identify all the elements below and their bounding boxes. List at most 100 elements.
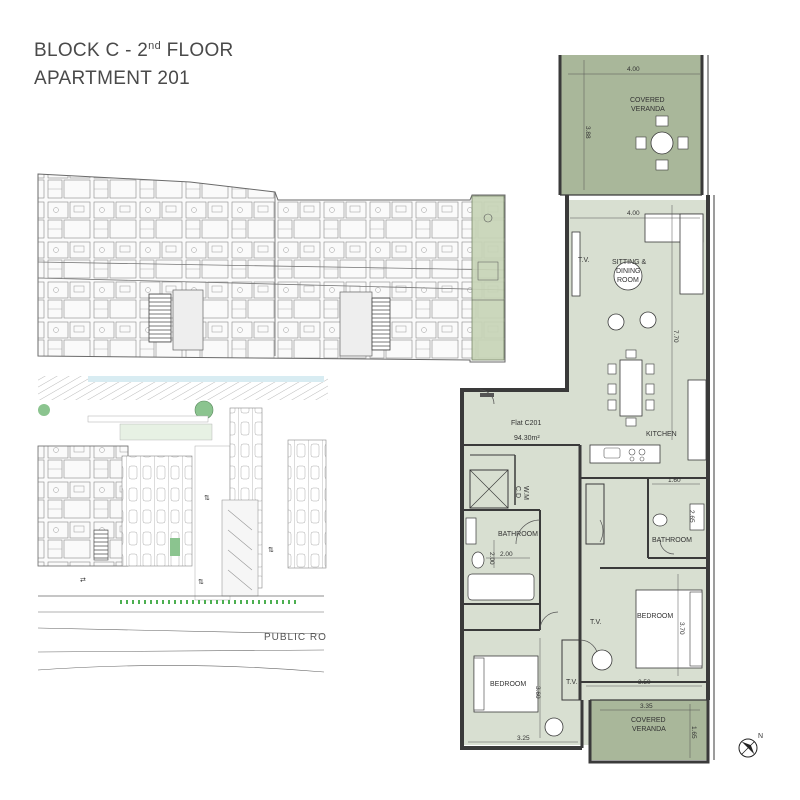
site-plan-arrow: ⇅ [268,547,274,554]
label-wm: W.M [522,486,529,500]
site-plan-green-patch [170,538,180,556]
site-plan-ramp-marks [227,509,253,591]
dim-bath-right-width: 1.60 [668,477,681,484]
site-plan-arrow: ⇅ [204,495,210,502]
tv-unit [571,231,581,297]
label-cd: C.D [514,486,521,498]
label-tv: T.V. [578,257,589,264]
label-veranda-top-2: VERANDA [631,106,665,113]
armchair [607,313,625,331]
dim-sitting-width: 4.00 [627,210,640,217]
compass-icon [738,738,758,758]
bed-right-pillow [689,591,703,667]
hob-ring [628,448,636,456]
shower-diagonal [469,469,509,509]
door-swing [659,539,675,555]
veranda-top [560,55,702,195]
key-plan-stairs-2 [371,297,391,351]
label-tv-3: T.V. [566,679,577,686]
exterior-wall-left [460,195,582,750]
bathtub [467,573,535,601]
dim-bath-right-depth: 2.65 [688,510,695,523]
key-plan-unit-table [483,213,493,223]
dim-bath-left-depth: 2.00 [488,552,495,565]
road-label: PUBLIC RO [264,632,327,643]
wardrobe [585,483,605,545]
living-area [462,200,708,460]
label-veranda-bottom-2: VERANDA [632,726,666,733]
hob-ring [629,456,635,462]
door-swing [515,519,541,545]
site-plan-path [87,415,209,423]
dining-chair [625,417,637,427]
dim-bath-left-width: 2.00 [500,551,513,558]
site-plan-arrow: ⇅ [198,579,204,586]
coffee-table [613,261,643,291]
vanity [689,503,705,531]
sofa-chaise [679,213,704,295]
kitchen-counter-side [687,379,707,461]
key-plan-corridor-edge [37,277,506,291]
kitchen-counter [589,444,661,464]
dining-chair [645,363,655,375]
dining-table [619,359,643,417]
label-veranda-bottom: COVERED [631,717,666,724]
key-plan-corridor [37,261,506,271]
dim-veranda-bottom-width: 3.35 [640,703,653,710]
door-swing [599,519,604,543]
veranda-chair [655,159,669,171]
key-plan-highlighted-unit [471,195,505,361]
site-plan-road-line [37,649,325,653]
wardrobe [561,639,581,701]
dim-bedroom-right-width: 3.50 [638,679,651,686]
hob-ring [639,456,645,462]
kitchen-sink [603,447,621,459]
key-plan-core-2 [339,291,373,357]
dim-veranda-bottom-depth: 1.65 [690,726,697,739]
site-plan-parking [121,455,193,567]
dim-bedroom-left-width: 3.25 [517,735,530,742]
dim-veranda-top-depth: 3.88 [584,126,591,139]
dim-veranda-top-width: 4.00 [627,66,640,73]
label-tv-2: T.V. [590,619,601,626]
veranda-bottom-wall [588,700,710,764]
dim-bedroom-left-depth: 3.60 [534,686,541,699]
label-sitting: SITTING & [612,259,647,266]
title-apartment: APARTMENT 201 [34,68,190,89]
site-plan-parking-3 [287,439,327,569]
key-plan-stairs-1 [148,293,172,343]
entrance-door [480,393,494,397]
veranda-chair [635,136,647,150]
site-plan-ramp [221,499,259,597]
label-veranda-top: COVERED [630,97,665,104]
label-bathroom-left: BATHROOM [498,531,538,538]
veranda-table [650,131,674,155]
dim-bedroom-right-depth: 3.70 [678,622,685,635]
label-dining: DINING [616,268,641,275]
key-plan [37,173,506,363]
site-plan-stairs [93,529,109,561]
floor-plan: COVERED VERANDA SITTING & DINING ROOM T.… [460,55,715,764]
bedroom-chair [591,649,613,671]
site-plan-building-block [37,445,129,567]
label-flat-id: Flat C201 [511,420,541,427]
site-plan-lawn [119,423,213,441]
veranda-chair [677,136,689,150]
label-bathroom-right: BATHROOM [652,537,692,544]
site-plan-road-line [37,627,325,635]
bedroom-chair [544,717,564,737]
dining-chair [607,399,617,411]
dining-chair [645,383,655,395]
site-plan-arrow: ⇄ [80,577,86,584]
bed-left [473,655,539,713]
compass-label: N [758,733,763,740]
key-plan-core-1 [172,289,204,351]
shower-tray [469,469,509,509]
door-swing [539,611,559,631]
title-floor: BLOCK C - 2nd FLOOR [34,40,234,61]
site-plan-tree [38,404,50,416]
plan-title: BLOCK C - 2nd FLOOR APARTMENT 201 [34,32,234,93]
toilet [652,513,668,527]
site-plan-pool [88,376,324,382]
